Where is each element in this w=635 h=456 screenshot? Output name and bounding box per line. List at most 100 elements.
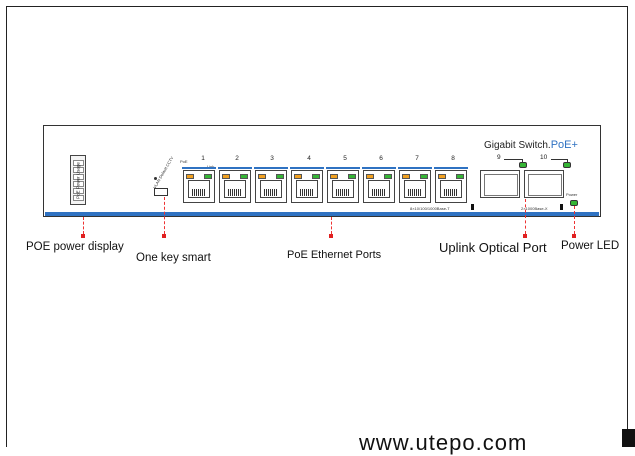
ethernet-port <box>326 167 360 203</box>
rj45-jack <box>404 180 426 198</box>
rj45-pins <box>372 189 386 196</box>
sfp-port-number: 10 <box>540 154 548 161</box>
poe-power-display <box>70 155 86 205</box>
rj45-jack <box>296 180 318 198</box>
pointer-dot <box>572 234 576 238</box>
port-accent <box>398 167 432 169</box>
speed-mark <box>471 204 474 210</box>
diagram-frame <box>6 6 628 447</box>
poe-led <box>438 174 446 179</box>
port-number: 1 <box>201 155 205 162</box>
smart-led <box>154 177 157 180</box>
port-number: 5 <box>343 155 347 162</box>
sfp-led <box>519 162 527 168</box>
port-accent <box>326 167 360 169</box>
display-segment <box>73 174 84 180</box>
sfp-cage <box>528 174 562 196</box>
port-accent <box>434 167 468 169</box>
rj45-pins <box>336 189 350 196</box>
ethernet-port <box>362 167 396 203</box>
port-accent <box>218 167 252 169</box>
power-led <box>570 200 578 206</box>
port-number: 4 <box>307 155 311 162</box>
pointer-dot <box>329 234 333 238</box>
display-segment <box>73 195 84 201</box>
rj45-pins <box>444 189 458 196</box>
poe-led <box>186 174 194 179</box>
display-segment <box>73 160 84 166</box>
pointer-dot <box>81 234 85 238</box>
brand-label: Gigabit Switch.PoE+ <box>484 139 578 151</box>
rj45-pins <box>300 189 314 196</box>
link-small-label: Link <box>207 164 214 169</box>
link-led <box>240 174 248 179</box>
port-number: 6 <box>379 155 383 162</box>
rj45-pins <box>228 189 242 196</box>
poe-led <box>366 174 374 179</box>
display-segment <box>73 167 84 173</box>
port-accent <box>182 167 216 169</box>
one-key-smart-button <box>154 188 168 196</box>
link-led <box>420 174 428 179</box>
sfp-led <box>563 162 571 168</box>
sfp-cage <box>484 174 518 196</box>
callout-poe-ethernet-ports: PoE Ethernet Ports <box>287 249 382 261</box>
watermark: www.utepo.com <box>359 430 528 455</box>
sfp-port <box>480 170 520 198</box>
poe-led <box>330 174 338 179</box>
ethernet-port <box>182 167 216 203</box>
rj45-jack <box>332 180 354 198</box>
poe-led <box>402 174 410 179</box>
callout-power-led: Power LED <box>561 240 620 252</box>
link-led <box>456 174 464 179</box>
display-segment <box>73 181 84 187</box>
switch-bottom-stripe <box>45 212 599 216</box>
link-led <box>204 174 212 179</box>
pointer-line <box>164 197 165 234</box>
port-number: 7 <box>415 155 419 162</box>
poe-small-label: PoE <box>180 159 188 164</box>
callout-poe-power-display: POE power display <box>26 241 124 253</box>
sfp-port-number: 9 <box>497 154 501 161</box>
pointer-line <box>525 199 526 234</box>
sfp-bracket <box>504 159 523 164</box>
rj45-pins <box>408 189 422 196</box>
link-led <box>384 174 392 179</box>
ethernet-port <box>254 167 288 203</box>
poe-led <box>222 174 230 179</box>
link-led <box>348 174 356 179</box>
port-accent <box>254 167 288 169</box>
port-number: 8 <box>451 155 455 162</box>
ethernet-port <box>434 167 468 203</box>
callout-uplink-optical-port: Uplink Optical Port <box>439 240 547 255</box>
rj45-jack <box>260 180 282 198</box>
speed-mark <box>560 204 563 210</box>
rj45-jack <box>224 180 246 198</box>
power-label: Power <box>566 192 578 197</box>
pointer-dot <box>162 234 166 238</box>
rj45-jack <box>368 180 390 198</box>
port-accent <box>362 167 396 169</box>
ethernet-port <box>290 167 324 203</box>
poe-display-label: PoE Power Usage <box>75 162 81 199</box>
ethernet-port <box>398 167 432 203</box>
pointer-dot <box>523 234 527 238</box>
rj45-jack <box>440 180 462 198</box>
display-segment <box>73 188 84 194</box>
port-number: 2 <box>235 155 239 162</box>
port-accent <box>290 167 324 169</box>
poe-led <box>294 174 302 179</box>
ethernet-speed-text: 8×10/100/1000Base-T <box>410 206 450 211</box>
link-led <box>312 174 320 179</box>
brand-poe: PoE+ <box>550 139 578 151</box>
link-led <box>276 174 284 179</box>
poe-led <box>258 174 266 179</box>
sfp-bracket <box>551 159 568 164</box>
corner-block <box>622 429 635 447</box>
rj45-pins <box>264 189 278 196</box>
rj45-jack <box>188 180 210 198</box>
pointer-line <box>83 217 84 234</box>
rj45-pins <box>192 189 206 196</box>
pointer-line <box>574 206 575 234</box>
callout-one-key-smart: One key smart <box>136 252 211 264</box>
